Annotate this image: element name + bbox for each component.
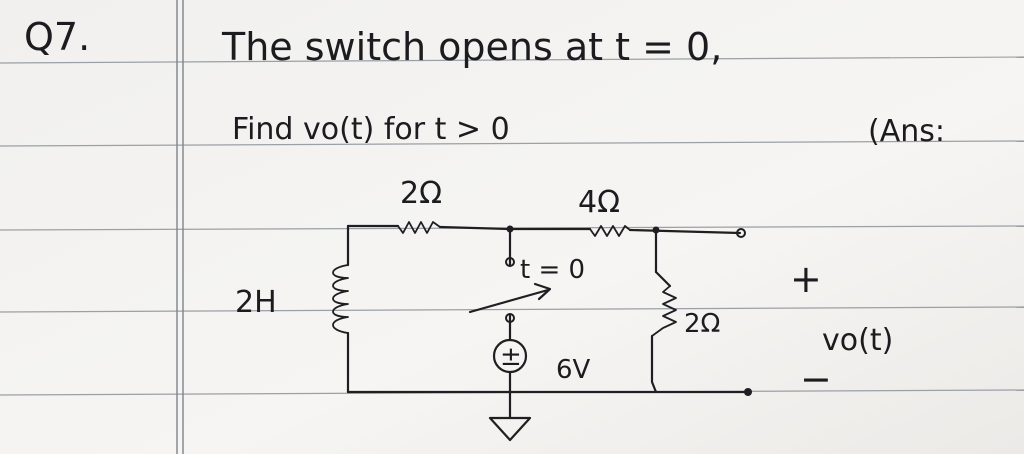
resistor-2ohm-left [397, 221, 441, 234]
resistor-4ohm [589, 225, 631, 237]
question-number: Q7. [24, 15, 90, 59]
output-plus-sign: + [790, 257, 822, 301]
output-minus-sign: − [800, 357, 832, 401]
inductor-2h [332, 264, 349, 334]
label-output-voltage: vo(t) [822, 323, 893, 358]
label-resistor-4ohm: 4Ω [578, 185, 620, 220]
label-resistor-2ohm-left: 2Ω [400, 176, 442, 211]
label-switch-time: t = 0 [520, 255, 585, 285]
label-inductor: 2H [235, 285, 277, 320]
circuit-nodes [506, 225, 752, 396]
ground-icon [488, 416, 532, 442]
answer-prefix: (Ans: [868, 114, 945, 149]
source-polarity-symbol: ± [500, 342, 522, 372]
circuit-wires [346, 224, 752, 420]
resistor-2ohm-right [651, 285, 677, 337]
switch [468, 257, 552, 323]
question-line-1: The switch opens at t = 0, [221, 25, 722, 69]
label-resistor-2ohm-right: 2Ω [684, 309, 720, 339]
voltage-source-6v [492, 338, 528, 374]
margin-line [176, 0, 184, 454]
question-line-2: Find vo(t) for t > 0 [232, 112, 510, 147]
label-source: 6V [556, 355, 591, 385]
